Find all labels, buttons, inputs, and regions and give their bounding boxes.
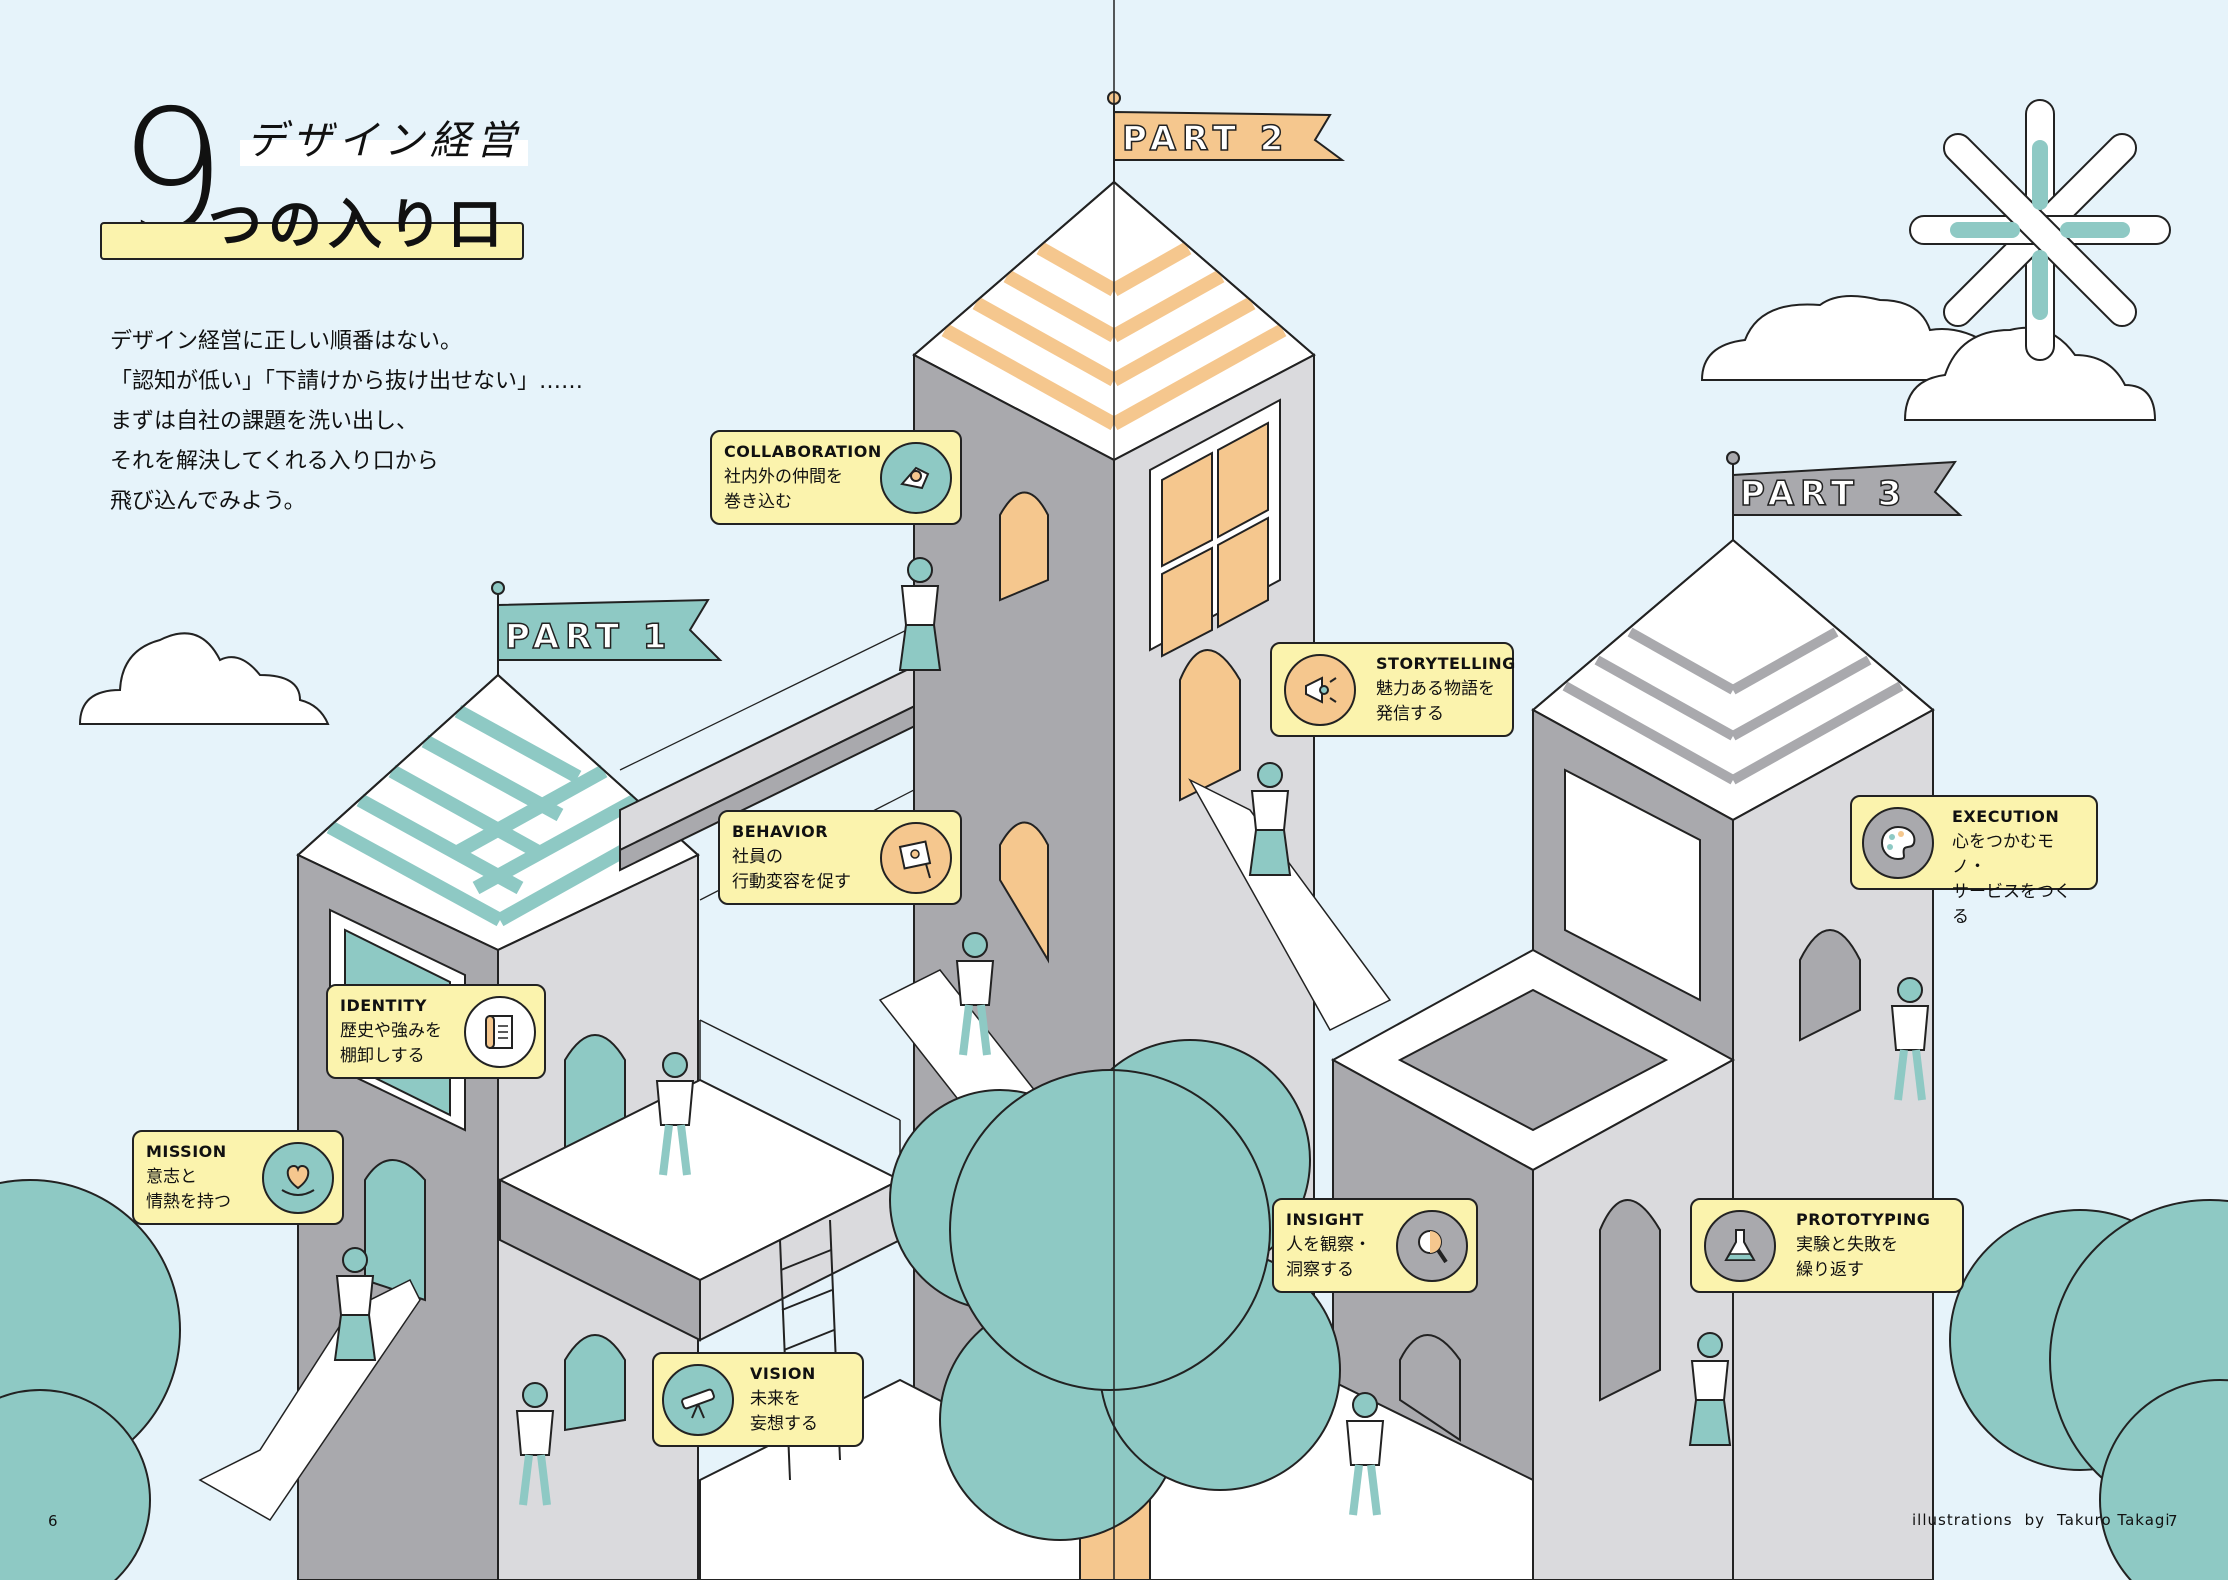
- flag-part3-text: PART 3: [1740, 474, 1907, 514]
- illustration-credit: illustrations by Takuro Takagi: [1906, 1511, 2177, 1529]
- telescope-icon: [662, 1363, 734, 1436]
- entry-behavior: BEHAVIOR 社員の行動変容を促す: [718, 810, 962, 905]
- entry-title: COLLABORATION: [724, 442, 882, 461]
- entry-insight: INSIGHT 人を観察・洞察する: [1272, 1198, 1478, 1293]
- entry-collaboration: COLLABORATION 社内外の仲間を巻き込む: [710, 430, 962, 525]
- entry-title: VISION: [750, 1364, 816, 1383]
- palette-icon: [1862, 806, 1934, 879]
- lead-line: 「認知が低い」「下請けから抜け出せない」……: [110, 369, 584, 394]
- credit-name: Takuro Takagi: [2057, 1511, 2171, 1529]
- page-number-right: 7: [2168, 1512, 2178, 1530]
- flag-part2-text: PART 2: [1122, 119, 1289, 159]
- entry-prototyping: PROTOTYPING 実験と失敗を繰り返す: [1690, 1198, 1964, 1293]
- entry-desc: 社員の行動変容を促す: [732, 847, 851, 892]
- lead-line: それを解決してくれる入り口から: [110, 449, 439, 474]
- entry-desc: 心をつかむモノ・サービスをつくる: [1952, 832, 2071, 927]
- people: [333, 557, 1930, 1516]
- entry-title: PROTOTYPING: [1796, 1210, 1931, 1229]
- entry-identity: IDENTITY 歴史や強みを棚卸しする: [326, 984, 546, 1079]
- entry-title: INSIGHT: [1286, 1210, 1364, 1229]
- scroll-icon: [464, 995, 536, 1068]
- entry-desc: 意志と情熱を持つ: [146, 1167, 231, 1212]
- asterisk-sun: [1909, 99, 2171, 361]
- lead-line: まずは自社の課題を洗い出し、: [110, 409, 419, 434]
- block-center-right: [1330, 948, 1736, 1580]
- megaphone-icon: [1284, 653, 1356, 726]
- entry-desc: 社内外の仲間を巻き込む: [724, 467, 843, 512]
- handshake-icon: [880, 441, 952, 514]
- tree-center: [889, 1039, 1341, 1580]
- cloud-right: [1700, 295, 2157, 421]
- entry-mission: MISSION 意志と情熱を持つ: [132, 1130, 344, 1225]
- entry-title: EXECUTION: [1952, 807, 2060, 826]
- flag-in-hand-icon: [880, 821, 952, 894]
- entry-desc: 実験と失敗を繰り返す: [1796, 1235, 1898, 1280]
- credit-by: by: [2024, 1511, 2046, 1529]
- heading-kicker: デザイン経営: [240, 108, 528, 166]
- lead-paragraph: デザイン経営に正しい順番はない。 「認知が低い」「下請けから抜け出せない」…… …: [110, 322, 670, 522]
- entry-title: MISSION: [146, 1142, 227, 1161]
- heading-title: つの入り口: [208, 193, 508, 256]
- lead-line: 飛び込んでみよう。: [110, 489, 306, 514]
- entry-title: IDENTITY: [340, 996, 427, 1015]
- entry-desc: 未来を妄想する: [750, 1389, 818, 1434]
- entry-desc: 歴史や強みを棚卸しする: [340, 1021, 442, 1066]
- heart-in-hands-icon: [262, 1141, 334, 1214]
- entry-storytelling: STORYTELLING 魅力ある物語を発信する: [1270, 642, 1516, 737]
- entry-desc: 魅力ある物語を発信する: [1376, 679, 1495, 724]
- lead-line: デザイン経営に正しい順番はない。: [110, 329, 463, 354]
- credit-prefix: illustrations: [1912, 1511, 2013, 1529]
- flask-icon: [1704, 1209, 1776, 1282]
- entry-vision: VISION 未来を妄想する: [652, 1352, 864, 1447]
- platform-left: [497, 1019, 903, 1342]
- entry-title: STORYTELLING: [1376, 654, 1516, 673]
- title-highlight-band: [100, 222, 524, 260]
- entry-desc: 人を観察・洞察する: [1286, 1235, 1371, 1280]
- tree-bottom-right: [1949, 1199, 2228, 1580]
- cloud-left: [78, 632, 330, 725]
- flag-part1-text: PART 1: [505, 617, 672, 657]
- entry-execution: EXECUTION 心をつかむモノ・サービスをつくる: [1850, 795, 2098, 927]
- page-number-left: 6: [48, 1512, 58, 1530]
- entry-title: BEHAVIOR: [732, 822, 829, 841]
- magnifier-icon: [1396, 1209, 1468, 1282]
- tree-bottom-left: [0, 1179, 181, 1580]
